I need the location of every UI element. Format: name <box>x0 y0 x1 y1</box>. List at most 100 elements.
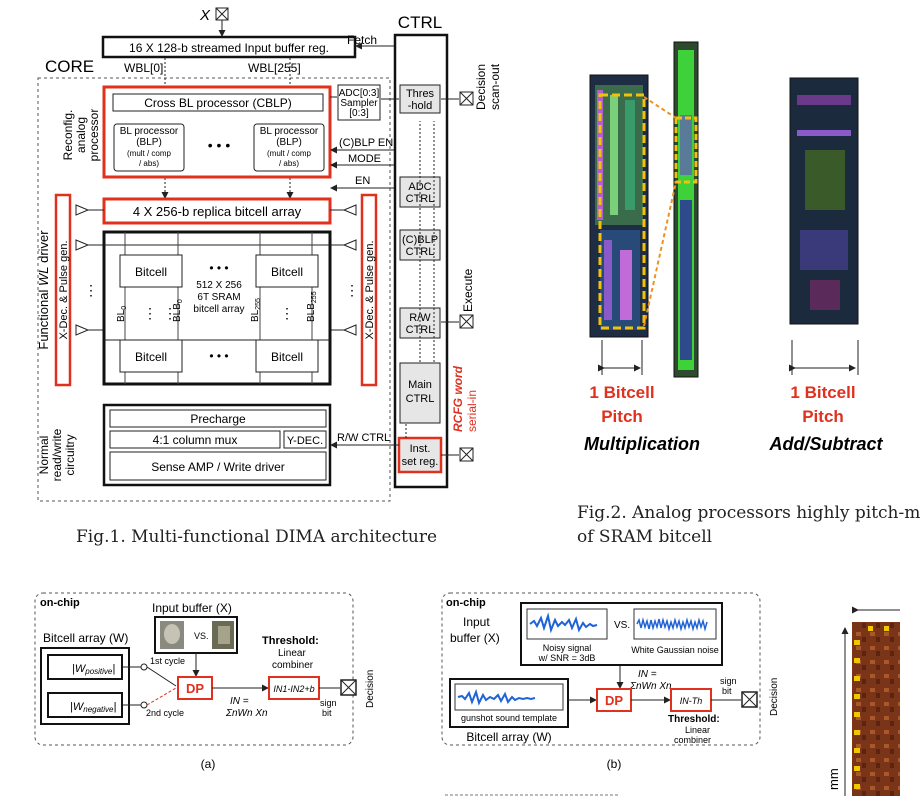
figa-c2: 2nd cycle <box>146 708 184 718</box>
figb-input2: buffer (X) <box>450 631 500 645</box>
figa-in-eq: IN = <box>230 696 249 707</box>
execute-pin-icon <box>459 314 474 329</box>
precharge-box <box>109 409 327 428</box>
adc-ctrl-l2: CTRL <box>406 193 435 205</box>
xdec-left-label: X-Dec. & Pulse gen. <box>58 240 70 339</box>
blp-right-l1: BL processor <box>260 126 319 137</box>
thres-l1: Thres <box>406 88 435 100</box>
wl-dots-left: ⋮ <box>84 282 98 298</box>
wl-dots-right: ⋮ <box>345 282 359 298</box>
xdec-right-label: X-Dec. & Pulse gen. <box>364 240 376 339</box>
blb0-label: BLB0 <box>172 299 184 322</box>
figb-wgn: White Gaussian noise <box>631 645 719 655</box>
rw-ctrl-line-label: R/W CTRL <box>337 432 390 444</box>
figa-label: (a) <box>201 757 216 771</box>
pitch-addsub-l1: 1 Bitcell <box>790 383 855 402</box>
bitcell-tr-label: Bitcell <box>271 265 303 279</box>
figc-mm: mm <box>826 768 841 790</box>
col-dots-3: ⋮ <box>280 305 294 321</box>
figa-w-pos: |Wpositive| <box>72 663 115 676</box>
core-boundary <box>37 77 391 502</box>
mult-label: Multiplication <box>584 434 700 454</box>
fig1-architecture-diagram: X 16 X 128-b streamed Input buffer reg. … <box>34 7 900 796</box>
figb-inth: IN-Th <box>680 696 703 706</box>
figb-lin1: Linear <box>685 725 710 735</box>
senseamp-label: Sense AMP / Write driver <box>151 460 285 474</box>
figa-w-neg: |Wnegative| <box>70 701 117 714</box>
fwl-label: Functional WL driver <box>36 230 51 350</box>
figb-input1: Input <box>463 615 490 629</box>
main-ctrl-box <box>399 362 441 424</box>
figb-in-eq: IN = <box>638 669 657 680</box>
rcfg-l1: RCFG word <box>451 365 465 432</box>
nrw-l1: Normal <box>37 436 51 475</box>
strip-highlight <box>674 116 698 184</box>
figb-noisy1: Noisy signal <box>543 643 592 653</box>
wl-driver-right-icons <box>330 204 357 336</box>
figa-decision: Decision <box>365 670 376 708</box>
precharge-label: Precharge <box>190 412 246 426</box>
figa-onchip: on-chip <box>40 597 80 609</box>
figb-decision-pin-icon <box>741 691 758 708</box>
figa-onchip-box <box>34 592 354 746</box>
figa-threshold: Threshold: <box>262 635 319 647</box>
core-title: CORE <box>45 57 94 76</box>
figb-bitcell-array: Bitcell array (W) <box>466 730 551 744</box>
bitcell-tl-label: Bitcell <box>135 265 167 279</box>
adc-sampler-box <box>337 84 381 121</box>
fig1-caption: Fig.1. Multi-functional DIMA architectur… <box>76 527 438 547</box>
main-ctrl-l2: CTRL <box>406 393 435 405</box>
blp-left-l4: / abs) <box>139 159 159 168</box>
wbl0-label: WBL[0] <box>124 61 163 75</box>
pitch-mult-l1: 1 Bitcell <box>589 383 654 402</box>
figb-label: (b) <box>607 757 622 771</box>
main-ctrl-l1: Main <box>408 379 432 391</box>
figb-noisy-wave <box>529 612 598 634</box>
figa-bitcell-array: Bitcell array (W) <box>43 631 128 645</box>
blp-right-box <box>253 123 325 172</box>
wbl255-label: WBL[255] <box>248 61 301 75</box>
inst-l1: Inst. <box>410 443 431 455</box>
bitcell-br-label: Bitcell <box>271 350 303 364</box>
ctrl-title: CTRL <box>398 13 442 32</box>
en-label: EN <box>355 175 370 187</box>
figb-lin2: combiner <box>674 735 711 745</box>
pitch-mult-l2: Pitch <box>601 407 643 426</box>
recfg-label-l1: Reconfig. <box>61 110 75 161</box>
blp-left-l1: BL processor <box>120 126 179 137</box>
sampler-l1: Sampler <box>340 98 378 109</box>
figa-lin2: combiner <box>272 660 314 671</box>
die-pads <box>854 626 889 789</box>
figa-decision-pin-icon <box>340 679 357 696</box>
figb-noisy2: w/ SNR = 3dB <box>538 653 596 663</box>
figb-sign1: sign <box>720 676 737 686</box>
fig2-caption-l2: of SRAM bitcell <box>577 527 713 547</box>
inst-l2: set reg. <box>402 456 439 468</box>
blp-dots: • • • <box>208 137 231 153</box>
adc-ctrl-l1: ADC <box>408 181 431 193</box>
replica-array-box <box>102 197 332 225</box>
figa-w-neg-box <box>47 692 123 718</box>
figa-w-pos-box <box>47 654 123 680</box>
bitcell-dots-bottom: • • • <box>209 349 228 363</box>
recfg-label-l2: analog <box>74 117 88 153</box>
nrw-l2: read/write <box>50 428 64 481</box>
colmux-label: 4:1 column mux <box>153 433 238 447</box>
fig2-caption-l1: Fig.2. Analog processors highly pitch-m <box>577 503 920 523</box>
bitcell-dots-top: • • • <box>209 261 228 275</box>
threshold-box <box>399 84 441 114</box>
wl-driver-left-icons <box>75 204 104 336</box>
ydec-box <box>283 430 327 449</box>
blp-left-l2: (BLP) <box>136 137 162 148</box>
bl0-label: BL0 <box>116 306 128 322</box>
col-dots-1: ⋮ <box>143 305 157 321</box>
figb-vs: VS. <box>614 620 630 631</box>
bitcell-tl <box>119 254 183 288</box>
bitcell-bl-label: Bitcell <box>135 350 167 364</box>
input-buffer-label: 16 X 128-b streamed Input buffer reg. <box>129 41 329 55</box>
decision-scan-l1: Decision <box>474 64 488 110</box>
figb-template-wave <box>457 688 536 706</box>
figb-onchip: on-chip <box>446 597 486 609</box>
bitcell-bl <box>119 339 183 373</box>
bitcell-br <box>255 339 319 373</box>
